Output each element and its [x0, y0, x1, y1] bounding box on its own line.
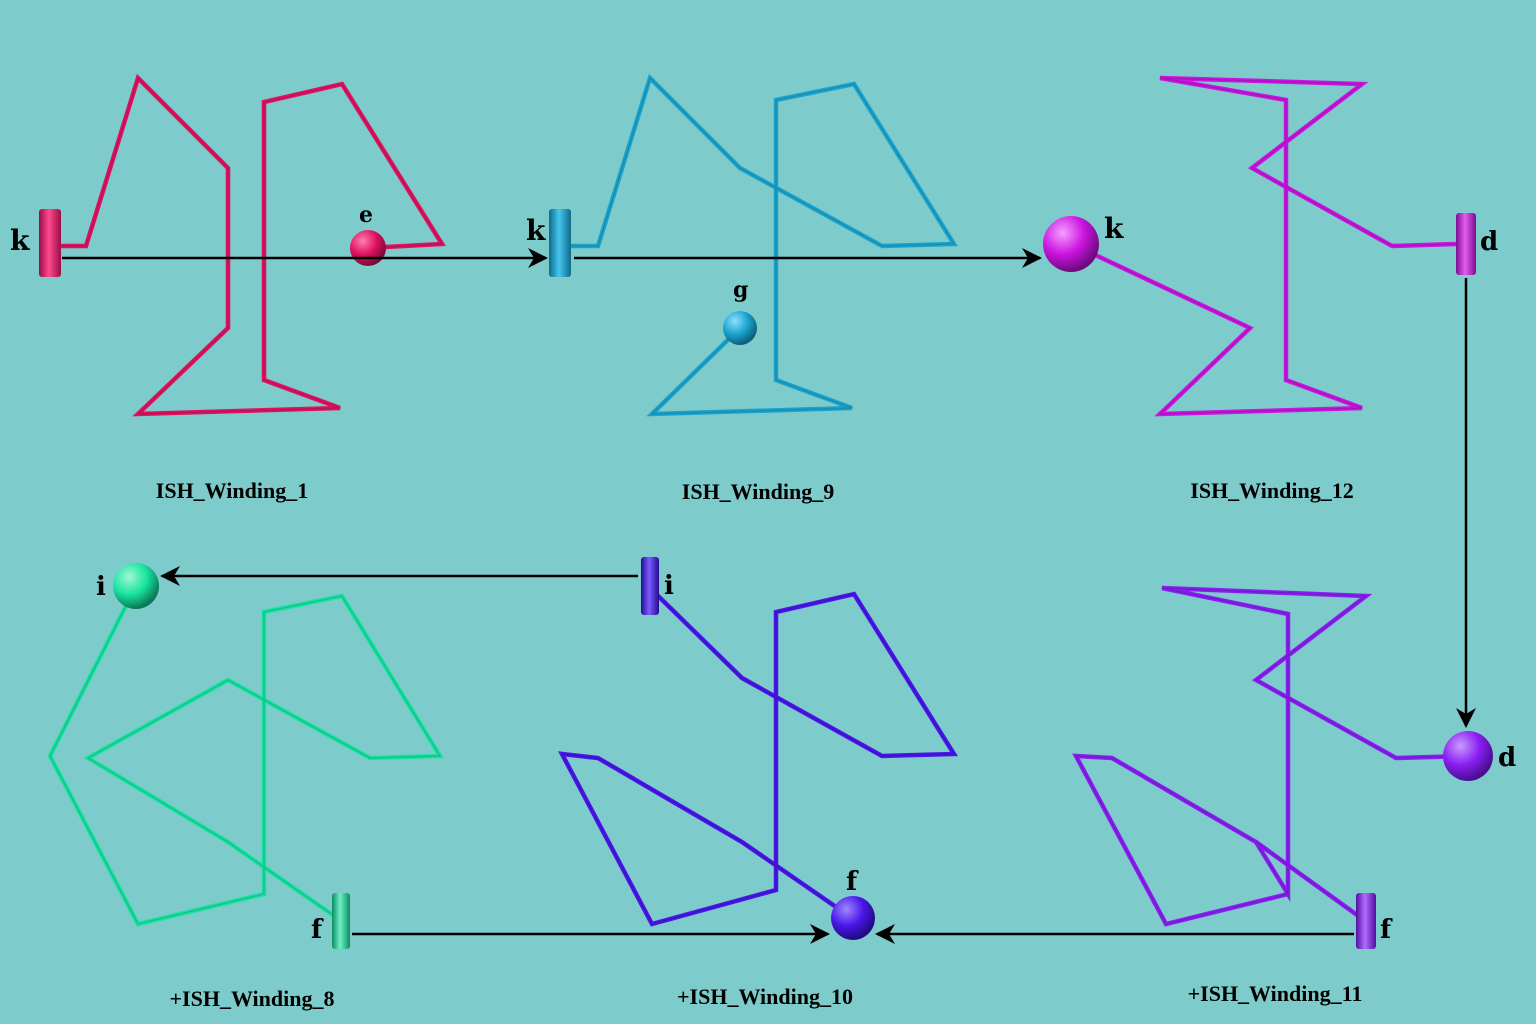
node-label-start: d — [1498, 743, 1516, 773]
panel-ish-winding-8: i f +ISH_Winding_8 — [47, 563, 444, 1011]
strand-shading — [1255, 841, 1365, 921]
node-label-end: g — [733, 277, 748, 303]
sphere-node — [723, 311, 757, 345]
panel-ish-winding-12: k d ISH_Winding_12 — [1043, 75, 1498, 503]
panel-ish-winding-10: f i +ISH_Winding_10 — [558, 557, 958, 1009]
strand-shading — [61, 76, 444, 415]
panel-ish-winding-9: k g ISH_Winding_9 — [526, 73, 958, 504]
cylinder-node — [641, 557, 659, 615]
strand-path — [1072, 585, 1469, 927]
node-label-end: f — [1380, 915, 1393, 945]
sphere-node — [1443, 731, 1493, 781]
strand-shading — [49, 585, 442, 925]
node-label-end: i — [664, 571, 674, 601]
cylinder-node — [1356, 893, 1376, 949]
panel-caption: ISH_Winding_9 — [682, 479, 834, 504]
cylinder-node — [549, 209, 571, 277]
flow-arrows — [62, 248, 1476, 944]
sphere-node — [831, 896, 875, 940]
cylinder-node — [39, 209, 61, 277]
node-label-end: f — [311, 915, 324, 945]
node-label-start: k — [526, 214, 546, 247]
panel-ish-winding-11: d f +ISH_Winding_11 — [1072, 585, 1516, 1006]
panel-caption: ISH_Winding_12 — [1190, 478, 1353, 503]
strand-shading — [1074, 587, 1467, 925]
sphere-node — [350, 230, 386, 266]
sphere-node — [113, 563, 159, 609]
cylinder-node — [332, 893, 350, 949]
sphere-node — [1043, 216, 1099, 272]
strand-shading — [571, 76, 956, 415]
strand-path — [558, 587, 958, 927]
panel-caption: +ISH_Winding_8 — [170, 986, 335, 1011]
panel-caption: ISH_Winding_1 — [156, 478, 308, 503]
strand-path — [47, 583, 444, 927]
node-label-start: f — [846, 867, 859, 897]
cylinder-node — [1456, 213, 1476, 275]
node-label-end: e — [359, 202, 373, 228]
node-label-start: i — [96, 572, 106, 602]
node-label-end: d — [1480, 227, 1498, 257]
node-label-start: k — [1104, 212, 1124, 245]
panel-caption: +ISH_Winding_10 — [677, 984, 853, 1009]
panel-caption: +ISH_Winding_11 — [1188, 981, 1363, 1006]
strand-shading — [560, 589, 956, 925]
panel-ish-winding-1: k e ISH_Winding_1 — [10, 73, 446, 503]
strand-shading — [1071, 77, 1457, 415]
node-label-start: k — [10, 224, 30, 257]
